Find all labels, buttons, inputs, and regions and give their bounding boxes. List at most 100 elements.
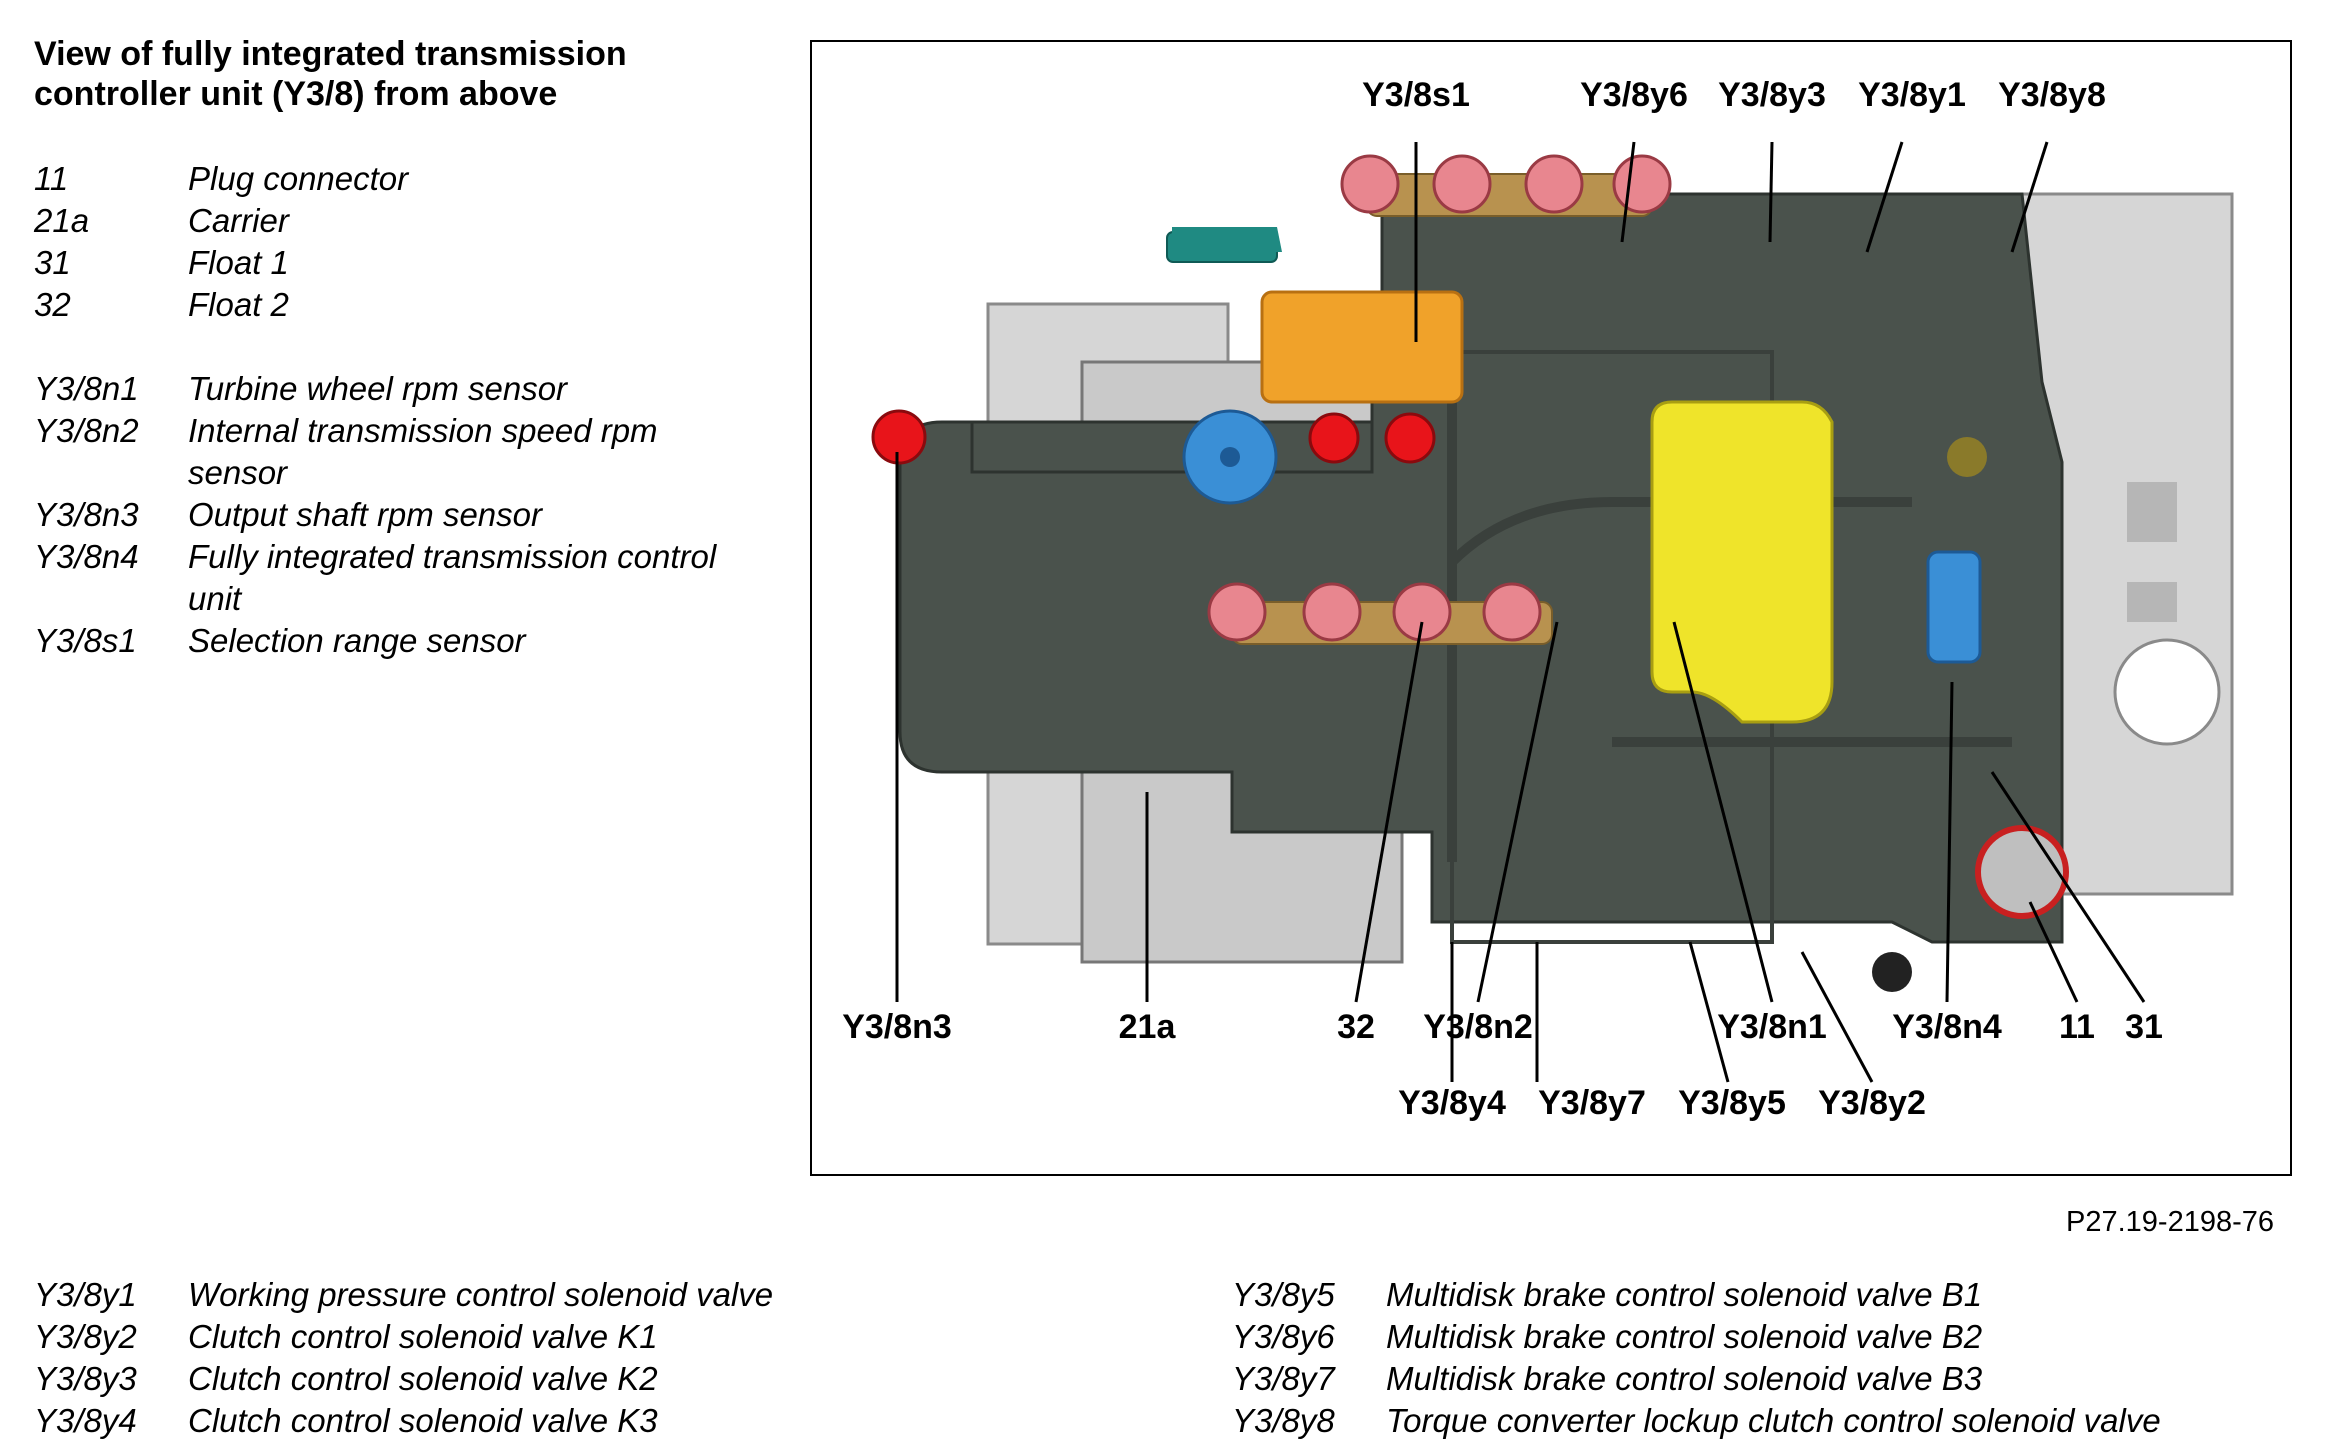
leader-n4	[1945, 681, 1954, 1003]
legend-desc: Working pressure control solenoid valve	[188, 1276, 774, 1313]
legend-desc: Turbine wheel rpm sensor	[188, 370, 568, 407]
leader-11	[2028, 901, 2079, 1003]
legend-code: Y3/8s1	[34, 622, 137, 659]
legend-desc: Output shaft rpm sensor	[188, 496, 542, 533]
controller-diagram: Y3/8s1 Y3/8y6 Y3/8y3 Y3/8y1 Y3/8y8 Y3/8n…	[842, 76, 2234, 1122]
label-y3-8n4: Y3/8n4	[1892, 1008, 2002, 1046]
label-21a: 21a	[1119, 1008, 1177, 1046]
leader-y1	[1865, 141, 1904, 253]
label-y3-8y8: Y3/8y8	[1998, 76, 2106, 114]
control-unit-y3-8n4	[1650, 400, 1834, 724]
plug-connector-11	[1975, 825, 2069, 919]
legend-code: Y3/8y5	[1232, 1276, 1335, 1313]
legend-desc: Torque converter lockup clutch control s…	[1386, 1402, 2161, 1439]
leader-y6	[1620, 141, 1636, 243]
plate-slot	[2127, 482, 2177, 542]
legend-item: 11 Plug connector	[34, 158, 754, 200]
solenoid-y1	[1524, 154, 1584, 214]
label-11: 11	[2059, 1008, 2095, 1046]
leader-y3	[1768, 141, 1774, 243]
legend-desc: Float 2	[188, 286, 289, 323]
legend-item: Y3/8n3 Output shaft rpm sensor	[34, 494, 754, 536]
legend-code: Y3/8y2	[34, 1318, 137, 1355]
legend-components: 11 Plug connector 21a Carrier 31 Float 1 32…	[34, 158, 754, 662]
leader-lines	[895, 141, 2146, 1083]
label-y3-8n2: Y3/8n2	[1423, 1008, 1533, 1046]
bracket-top	[1366, 173, 1653, 217]
sensor-n2	[1308, 412, 1360, 464]
legend-desc: Carrier	[188, 202, 289, 239]
legend-code: Y3/8n4	[34, 538, 139, 575]
legend-item: Y3/8y2 Clutch control solenoid valve K1	[34, 1316, 854, 1358]
float-31	[1926, 550, 1982, 664]
leader-n1	[1672, 621, 1774, 1003]
label-y3-8y7: Y3/8y7	[1538, 1084, 1646, 1122]
legend-desc: Internal transmission speed rpm sensor	[188, 412, 658, 491]
legend-code: Y3/8y7	[1232, 1360, 1335, 1397]
leader-y2	[1800, 951, 1874, 1083]
solenoid-y3	[1432, 154, 1492, 214]
solenoid-y7	[1302, 582, 1362, 642]
leader-32	[1354, 621, 1424, 1003]
legend-desc: Clutch control solenoid valve K2	[188, 1360, 658, 1397]
legend-item: 21a Carrier	[34, 200, 754, 242]
legend-desc: Plug connector	[188, 160, 409, 197]
legend-item: 31 Float 1	[34, 242, 754, 284]
label-y3-8n3: Y3/8n3	[842, 1008, 952, 1046]
diagram-frame: Y3/8s1 Y3/8y6 Y3/8y3 Y3/8y1 Y3/8y8 Y3/8n…	[810, 40, 2292, 1176]
solenoid-y8	[1612, 154, 1672, 214]
legend-desc: Clutch control solenoid valve K1	[188, 1318, 658, 1355]
label-31: 31	[2125, 1008, 2163, 1046]
label-y3-8n1: Y3/8n1	[1717, 1008, 1827, 1046]
legend-desc: Fully integrated transmission control un…	[188, 538, 717, 617]
legend-code: Y3/8y4	[34, 1402, 137, 1439]
bolt	[1872, 952, 1912, 992]
leader-y5	[1688, 941, 1730, 1083]
legend-code: Y3/8n3	[34, 496, 139, 533]
leader-n2	[1476, 621, 1559, 1003]
leader-y8	[2010, 141, 2049, 253]
label-y3-8y6: Y3/8y6	[1580, 76, 1688, 114]
label-y3-8y4: Y3/8y4	[1398, 1084, 1506, 1122]
legend-code: Y3/8y6	[1232, 1318, 1335, 1355]
legend-item: Y3/8y5 Multidisk brake control solenoid v…	[1232, 1274, 2232, 1316]
legend-code: Y3/8n2	[34, 412, 139, 449]
legend-desc: Multidisk brake control solenoid valve B…	[1386, 1276, 1983, 1313]
legend-item: Y3/8n2 Internal transmission speed rpm se…	[34, 410, 754, 494]
selector-range-sensor	[1260, 290, 1464, 404]
label-y3-8y1: Y3/8y1	[1858, 76, 1966, 114]
legend-code: 31	[34, 244, 71, 281]
sensor-n1	[1384, 412, 1436, 464]
legend-item: Y3/8n4 Fully integrated transmission cont…	[34, 536, 754, 620]
legend-code: 21a	[34, 202, 90, 239]
label-y3-8y2: Y3/8y2	[1818, 1084, 1926, 1122]
solenoid-y5	[1392, 582, 1452, 642]
plate-hole	[2113, 638, 2221, 746]
solenoid-y6	[1340, 154, 1400, 214]
legend-item: Y3/8s1 Selection range sensor	[34, 620, 754, 662]
label-y3-8y5: Y3/8y5	[1678, 1084, 1786, 1122]
lever-tip	[1172, 227, 1282, 252]
plate-slot	[2127, 582, 2177, 622]
legend-desc: Multidisk brake control solenoid valve B…	[1386, 1360, 1983, 1397]
reference-code: P27.19-2198-76	[2066, 1206, 2274, 1238]
legend-desc: Float 1	[188, 244, 289, 281]
legend-desc: Clutch control solenoid valve K3	[188, 1402, 658, 1439]
bolt	[1947, 437, 1987, 477]
label-32: 32	[1337, 1008, 1375, 1046]
legend-desc: Selection range sensor	[188, 622, 526, 659]
solenoid-y4	[1207, 582, 1267, 642]
label-y3-8s1: Y3/8s1	[1362, 76, 1470, 114]
solenoid-y2	[1482, 582, 1542, 642]
legend-code: 11	[34, 160, 69, 197]
legend-desc: Multidisk brake control solenoid valve B…	[1386, 1318, 1983, 1355]
label-y3-8y3: Y3/8y3	[1718, 76, 1826, 114]
legend-item: Y3/8y7 Multidisk brake control solenoid v…	[1232, 1358, 2232, 1400]
